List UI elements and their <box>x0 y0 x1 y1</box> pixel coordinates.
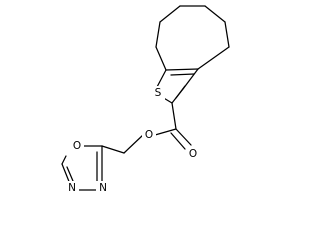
bond-cyclooctane-2 <box>155 21 161 48</box>
bond-oxadiazole-o-c <box>61 155 67 165</box>
bond-thiophene-c-fused <box>182 68 199 90</box>
carbonyl-oxygen-label-bg <box>186 147 200 161</box>
bond-thiophene-c-s <box>156 69 167 88</box>
bond-carbonyl-double <box>175 128 192 146</box>
nitrogen-left-atom-label: N <box>68 182 76 194</box>
bond-ring-carbonyl <box>171 102 177 130</box>
bond-fused-double <box>165 68 199 71</box>
carbonyl-oxygen-atom-label: O <box>189 148 197 160</box>
atom-labels: S O O O N N <box>65 86 200 195</box>
bond-ch2-oxadiazole <box>101 145 125 154</box>
bonds <box>61 5 230 191</box>
bond-carbonyl-ester-o <box>154 128 177 136</box>
bond-cyclooctane-3 <box>159 5 181 23</box>
nitrogen-right-label-bg <box>96 181 110 195</box>
nitrogen-left-label-bg <box>65 181 79 195</box>
bond-cyclooctane-6 <box>224 21 230 48</box>
molecule-structure-diagram: S O O O N N <box>61 5 230 195</box>
bond-oxadiazole-c-n <box>61 163 71 185</box>
bond-ester-o-ch2 <box>123 134 144 154</box>
bond-oxadiazole-c-n-inner <box>66 166 74 182</box>
ring-oxygen-label-bg <box>70 139 84 153</box>
ester-oxygen-label-bg <box>142 128 156 142</box>
bond-fused-double-inner <box>170 73 195 76</box>
bond-carbonyl-double-inner <box>170 132 186 150</box>
ring-oxygen-atom-label: O <box>73 140 81 152</box>
bond-cyclooctane-7 <box>197 46 230 70</box>
bond-cyclooctane-1 <box>155 46 167 71</box>
nitrogen-right-atom-label: N <box>99 182 107 194</box>
sulfur-label-bg <box>151 86 165 100</box>
bond-cyclooctane-5 <box>204 5 226 23</box>
ester-oxygen-atom-label: O <box>145 129 153 141</box>
sulfur-atom-label: S <box>155 87 162 99</box>
